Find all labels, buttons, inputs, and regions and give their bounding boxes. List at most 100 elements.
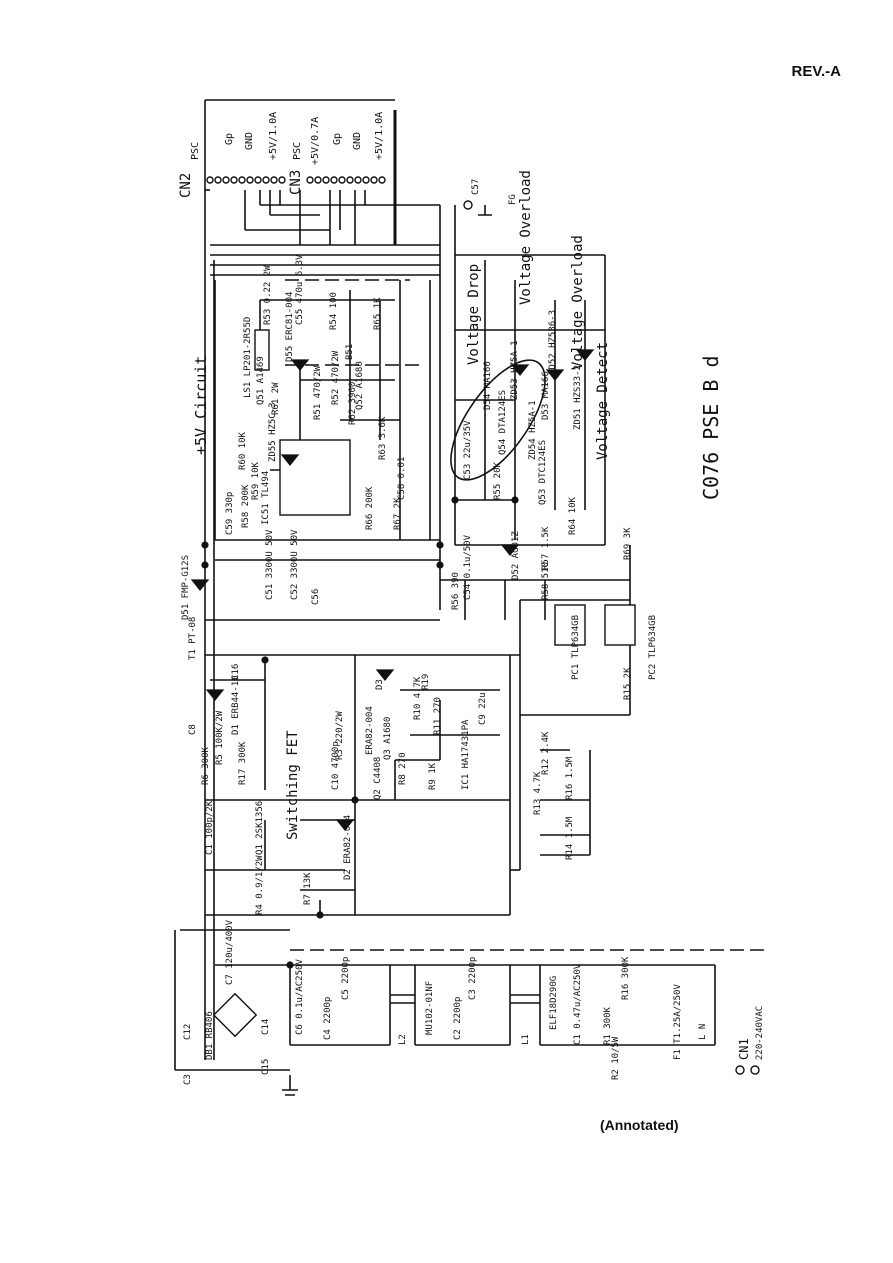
label-r53: R53 0.22 2W bbox=[263, 265, 273, 325]
label-ln: L N bbox=[698, 1024, 708, 1040]
label-c2: C2 2200p bbox=[453, 997, 463, 1040]
label-r5: R5 100K/2W bbox=[215, 710, 225, 765]
schematic-wiring bbox=[174, 99, 765, 1071]
section-voltage-overload-2: Voltage Overload bbox=[570, 235, 586, 370]
label-c15: C15 bbox=[261, 1059, 271, 1075]
cn3-pin-5v10: +5V/1.0A bbox=[374, 112, 385, 160]
label-db1: DB1 RB406 bbox=[205, 1011, 215, 1060]
label-d53: D53 MA166 bbox=[541, 371, 551, 420]
label-r6: R6 300K bbox=[201, 746, 211, 785]
label-ic51: IC51 TL494 bbox=[261, 471, 271, 525]
label-r7: R7 13K bbox=[303, 872, 313, 905]
cn2-pin-gp: Gp bbox=[224, 133, 235, 145]
label-fg: FG bbox=[508, 194, 518, 205]
label-l2: L2 bbox=[398, 1034, 408, 1045]
label-d3: D3 bbox=[375, 679, 385, 690]
label-zd51: ZD51 HZS33-2 bbox=[573, 365, 583, 430]
section-voltage-overload-1: Voltage Overload bbox=[518, 170, 534, 305]
label-r11: R11 270 bbox=[433, 697, 443, 735]
label-r19: R19 bbox=[421, 674, 431, 690]
label-r15: R15 2K bbox=[623, 667, 633, 700]
label-r2: R2 10/5W bbox=[611, 1036, 621, 1080]
label-zd54: ZD54 HZ5A-1 bbox=[528, 400, 538, 460]
label-zd52: ZD52 HZ536-3 bbox=[548, 310, 558, 375]
cn3-pin-5v07: +5V/0.7A bbox=[310, 117, 321, 165]
label-r16b: R16 300K bbox=[621, 956, 631, 1000]
label-era: ERA82-004 bbox=[365, 706, 375, 755]
cn2-pin-psc: PSC bbox=[190, 142, 201, 160]
label-zd55: ZD55 HZ5C-3 bbox=[268, 402, 278, 462]
label-r51: R51 470/2W bbox=[313, 365, 323, 420]
label-mu: MU102-01NF bbox=[425, 981, 435, 1035]
component-labels: T1 PT-08 D51 FMP-G12S C51 3300U 50V C52 … bbox=[181, 179, 708, 1085]
label-c51: C51 3300U 50V bbox=[265, 529, 275, 600]
label-r16: R16 1.5M bbox=[565, 756, 575, 800]
label-c14: C14 bbox=[261, 1019, 271, 1035]
section-plus5v: +5V Circuit bbox=[192, 356, 210, 455]
label-r12: R12 2.4K bbox=[541, 731, 551, 775]
label-r62: R62 3900 bbox=[348, 382, 358, 425]
label-ic1: IC1 HA17431PA bbox=[461, 719, 471, 790]
label-r3: R3 220/2W bbox=[335, 711, 345, 760]
label-c3: C3 2200p bbox=[468, 957, 478, 1000]
label-q3: Q3 A1680 bbox=[383, 717, 393, 760]
label-r66: R66 200K bbox=[365, 486, 375, 530]
cn1-rating: 220-240VAC bbox=[755, 1006, 765, 1060]
label-c1: C1 100p/2K bbox=[205, 800, 215, 855]
label-c59: C59 330p bbox=[225, 492, 235, 535]
label-r59: R59 10K bbox=[251, 461, 261, 500]
label-c7: C7 120u/400V bbox=[225, 919, 235, 985]
label-c57: C57 bbox=[471, 179, 481, 195]
cn3-pin-psc: PSC bbox=[292, 142, 303, 160]
label-c8: C8 bbox=[188, 724, 198, 735]
label-c10: C10 4700p bbox=[331, 741, 341, 790]
component-symbols bbox=[190, 200, 760, 1096]
label-r9: R9 1K bbox=[428, 762, 438, 790]
label-c1b: C1 0.47u/AC250V bbox=[573, 963, 583, 1045]
label-r8: R8 270 bbox=[398, 752, 408, 785]
label-c4: C4 2200p bbox=[323, 997, 333, 1040]
label-d2: D2 ERA82-004 bbox=[343, 815, 353, 880]
cn2-pin-5v: +5V/1.0A bbox=[268, 112, 279, 160]
label-r57: R57 1.5K bbox=[541, 526, 551, 570]
label-r61: R61 2W bbox=[271, 382, 281, 415]
label-elf: ELF18D290G bbox=[549, 976, 559, 1030]
cn3-label: CN3 bbox=[288, 170, 304, 195]
label-r55: R55 20K bbox=[493, 461, 503, 500]
label-d51: D51 FMP-G12S bbox=[181, 555, 191, 620]
label-r67: R67 2K bbox=[393, 497, 403, 530]
diagram-labels: C076 PSE B d +5V Circuit Voltage Drop Vo… bbox=[192, 170, 723, 840]
label-q51: Q51 A1469 bbox=[256, 356, 266, 405]
label-l1: L1 bbox=[521, 1034, 531, 1045]
cn3-pin-gp: Gp bbox=[332, 133, 343, 145]
label-c12: C12 bbox=[183, 1024, 193, 1040]
label-b51: B51 bbox=[345, 344, 355, 360]
cn3-pin-gnd: GND bbox=[352, 132, 363, 150]
label-d52: D52 AG01Z bbox=[511, 531, 521, 580]
annotated-label: (Annotated) bbox=[600, 1117, 679, 1133]
label-pc2: PC2 TLP634GB bbox=[648, 615, 658, 680]
label-q2: Q2 C4408 bbox=[373, 757, 383, 800]
label-d55: D55 ERC81-004 bbox=[285, 292, 295, 362]
label-r14: R14 1.5M bbox=[565, 816, 575, 860]
section-voltage-drop: Voltage Drop bbox=[466, 264, 482, 365]
label-r52: R52 470/2W bbox=[331, 350, 341, 405]
cn3-pins bbox=[306, 176, 386, 184]
label-c5: C5 2200p bbox=[341, 957, 351, 1000]
label-q52: Q52 A1680 bbox=[355, 361, 365, 410]
label-r4: R4 0.9/1/2W bbox=[255, 855, 265, 915]
label-ls1: LS1 LP201-2R55D bbox=[243, 317, 253, 398]
label-r56: R56 390 bbox=[451, 572, 461, 610]
label-c16: C16 bbox=[231, 664, 241, 680]
section-voltage-detect: Voltage Detect bbox=[595, 342, 611, 460]
label-r17: R17 300K bbox=[238, 741, 248, 785]
label-c52: C52 3300U 50V bbox=[290, 529, 300, 600]
cn2-pins bbox=[206, 176, 286, 184]
cn2-pin-gnd: GND bbox=[244, 132, 255, 150]
label-r10: R10 4.7K bbox=[413, 676, 423, 720]
label-r58: R58 510 bbox=[541, 562, 551, 600]
section-switching: Switching FET bbox=[285, 730, 301, 840]
label-r64: R64 10K bbox=[568, 496, 578, 535]
label-c54: C54 0.1u/50V bbox=[463, 534, 473, 600]
